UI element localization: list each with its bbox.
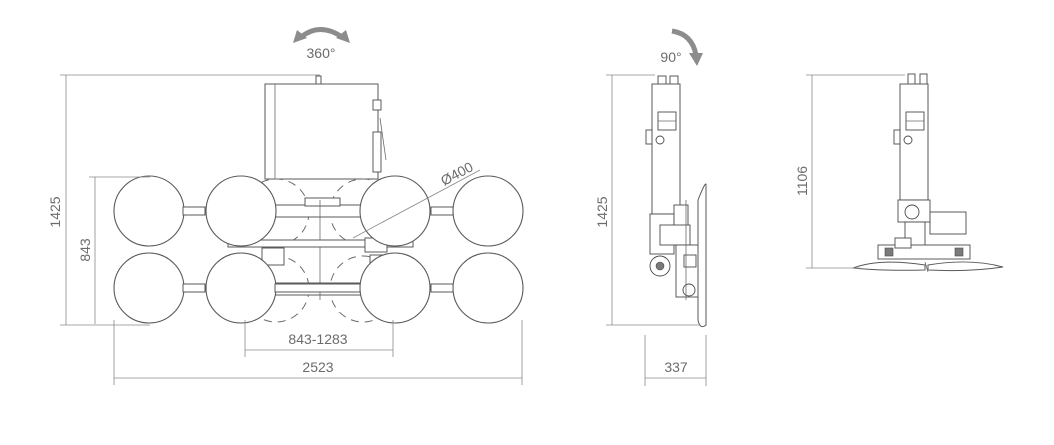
side-height-label: 1425 (594, 196, 610, 227)
front-height-dimension (60, 74, 320, 326)
suction-cups (113, 175, 524, 324)
front-total-width-dimension (113, 320, 523, 385)
side-depth-label: 337 (664, 359, 688, 375)
rear-height-label: 1106 (794, 166, 810, 196)
side-depth-dimension (644, 335, 707, 386)
side-height-dimension (606, 74, 700, 326)
rotate-360-arrow-icon (293, 27, 350, 43)
front-height-label: 1425 (47, 196, 63, 227)
rear-view: 1106 (794, 73, 1004, 273)
front-total-width-label: 2523 (302, 359, 333, 375)
front-adjustable-width-dimension (244, 320, 394, 357)
front-adjustable-width-label: 843-1283 (288, 331, 347, 347)
vacuum-housing (264, 75, 387, 180)
rotation-front-label: 360° (307, 45, 336, 61)
side-view: 90° 1425 337 (594, 28, 707, 386)
rear-height-dimension (806, 74, 905, 269)
rotate-90-arrow-icon (671, 28, 703, 66)
front-view: 360° (47, 27, 524, 385)
front-cup-height-label: 843 (77, 238, 93, 262)
front-cup-height-dimension (89, 176, 150, 324)
rotation-side-label: 90° (660, 49, 681, 65)
